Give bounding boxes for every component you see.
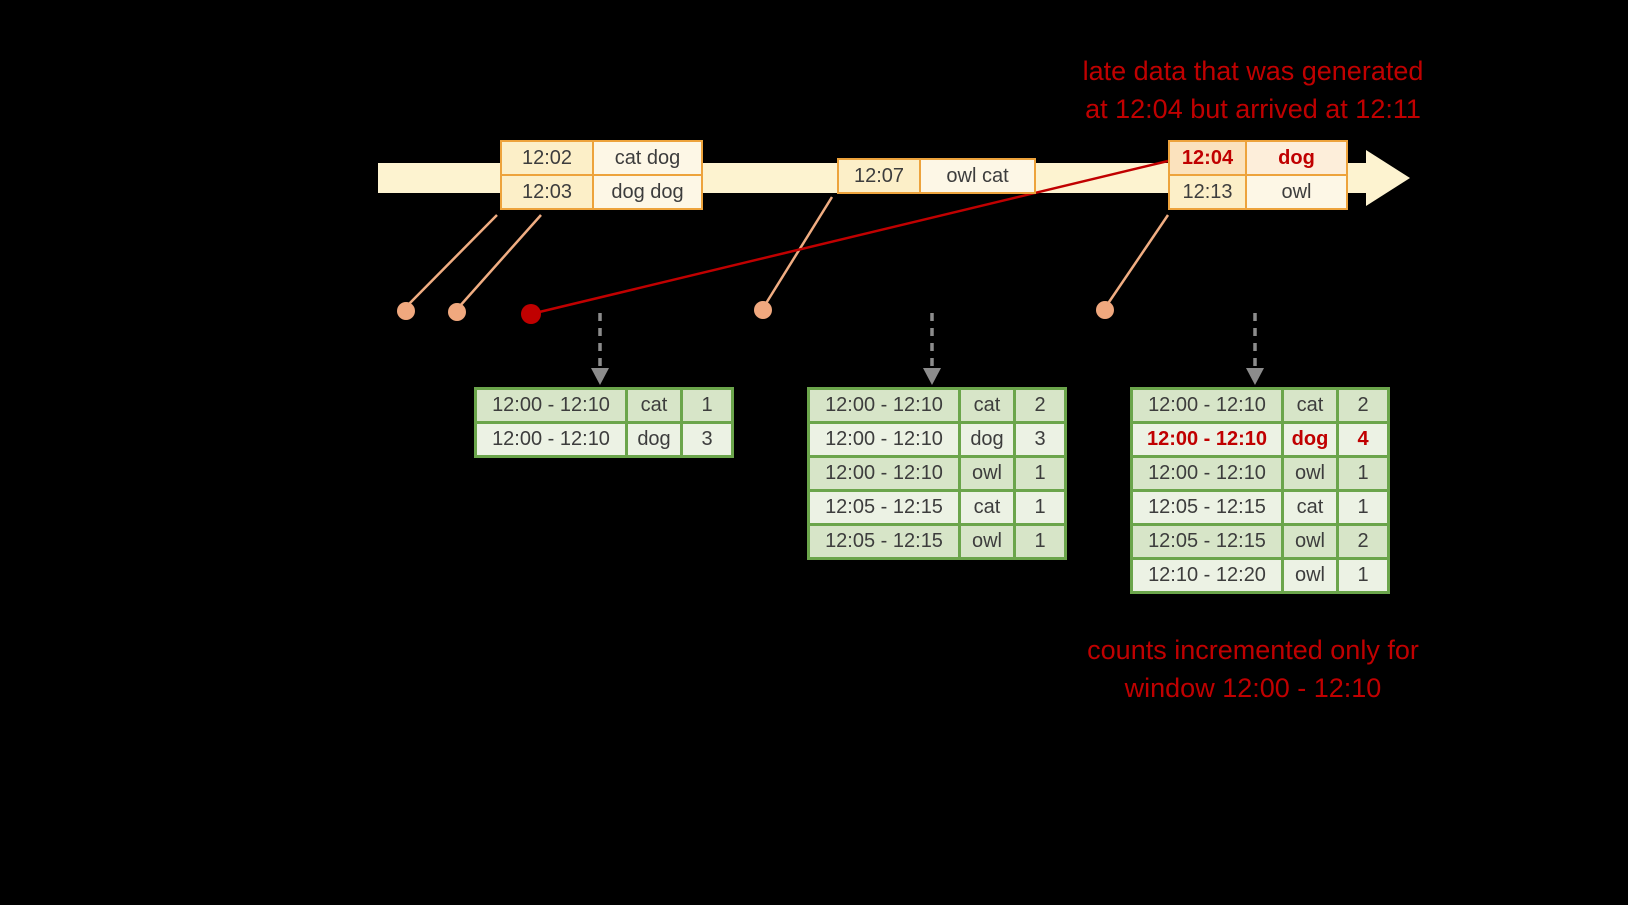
event-table-2: 12:07 owl cat	[837, 158, 1036, 194]
result-window: 12:05 - 12:15	[807, 523, 961, 560]
result-count: 3	[680, 421, 734, 458]
result-word: cat	[1281, 387, 1339, 424]
result-window: 12:10 - 12:20	[1130, 557, 1284, 594]
event-row: 12:13 owl	[1168, 174, 1348, 210]
result-count: 4	[1336, 421, 1390, 458]
result-table-2: 12:00 - 12:10 cat 2 12:00 - 12:10 dog 3 …	[807, 387, 1067, 560]
result-window: 12:00 - 12:10	[474, 387, 628, 424]
result-word: owl	[958, 523, 1016, 560]
result-count: 1	[1336, 489, 1390, 526]
event-words: dog	[1245, 140, 1348, 176]
counts-note: counts incremented only for window 12:00…	[1033, 631, 1473, 707]
trigger-arrow-2-icon	[923, 313, 941, 385]
result-word: owl	[1281, 557, 1339, 594]
event-time: 12:07	[837, 158, 921, 194]
event-words: owl	[1245, 174, 1348, 210]
result-row: 12:05 - 12:15 cat 1	[1130, 489, 1390, 526]
result-window: 12:00 - 12:10	[807, 421, 961, 458]
event-table-3: 12:04 dog 12:13 owl	[1168, 140, 1348, 210]
event-time: 12:02	[500, 140, 594, 176]
result-word: owl	[1281, 455, 1339, 492]
event-time: 12:04	[1168, 140, 1247, 176]
result-word: dog	[1281, 421, 1339, 458]
trigger-arrow-3-icon	[1246, 313, 1264, 385]
result-window: 12:00 - 12:10	[1130, 387, 1284, 424]
event-time: 12:13	[1168, 174, 1247, 210]
result-row: 12:00 - 12:10 owl 1	[807, 455, 1067, 492]
result-window: 12:00 - 12:10	[1130, 421, 1284, 458]
result-window: 12:00 - 12:10	[1130, 455, 1284, 492]
event-dot-1203	[448, 303, 466, 321]
connector-event-1203	[458, 214, 542, 308]
result-count: 1	[1013, 455, 1067, 492]
result-row: 12:00 - 12:10 cat 1	[474, 387, 734, 424]
result-row: 12:00 - 12:10 cat 2	[1130, 387, 1390, 424]
event-row-late: 12:04 dog	[1168, 140, 1348, 176]
event-time: 12:03	[500, 174, 594, 210]
result-window: 12:00 - 12:10	[807, 455, 961, 492]
result-count: 2	[1336, 387, 1390, 424]
result-count: 1	[1013, 523, 1067, 560]
result-row: 12:00 - 12:10 dog 3	[807, 421, 1067, 458]
late-data-note: late data that was generated at 12:04 bu…	[1033, 52, 1473, 128]
result-table-1: 12:00 - 12:10 cat 1 12:00 - 12:10 dog 3	[474, 387, 734, 458]
event-dot-1207	[754, 301, 772, 319]
result-word: owl	[958, 455, 1016, 492]
result-table-3: 12:00 - 12:10 cat 2 12:00 - 12:10 dog 4 …	[1130, 387, 1390, 594]
counts-note-line1: counts incremented only for	[1087, 635, 1419, 665]
result-word: cat	[625, 387, 683, 424]
late-data-note-line1: late data that was generated	[1082, 56, 1424, 86]
trigger-arrow-1-icon	[591, 313, 609, 385]
event-words: cat dog	[592, 140, 703, 176]
result-word: cat	[1281, 489, 1339, 526]
result-row: 12:10 - 12:20 owl 1	[1130, 557, 1390, 594]
result-word: owl	[1281, 523, 1339, 560]
result-count: 2	[1336, 523, 1390, 560]
late-event-dot-1204	[521, 304, 541, 324]
event-words: owl cat	[919, 158, 1036, 194]
result-window: 12:00 - 12:10	[474, 421, 628, 458]
result-window: 12:00 - 12:10	[807, 387, 961, 424]
event-row: 12:07 owl cat	[837, 158, 1036, 194]
late-data-note-line2: at 12:04 but arrived at 12:11	[1085, 94, 1421, 124]
result-count: 3	[1013, 421, 1067, 458]
result-row: 12:05 - 12:15 cat 1	[807, 489, 1067, 526]
event-words: dog dog	[592, 174, 703, 210]
result-window: 12:05 - 12:15	[1130, 489, 1284, 526]
result-count: 1	[1336, 557, 1390, 594]
result-row: 12:00 - 12:10 cat 2	[807, 387, 1067, 424]
result-word: dog	[625, 421, 683, 458]
result-count: 1	[1336, 455, 1390, 492]
event-row: 12:02 cat dog	[500, 140, 703, 176]
connector-late-event-1204	[530, 159, 1169, 316]
result-window: 12:05 - 12:15	[1130, 523, 1284, 560]
result-row: 12:05 - 12:15 owl 1	[807, 523, 1067, 560]
event-dot-1213	[1096, 301, 1114, 319]
timeline-arrowhead-icon	[1366, 150, 1410, 206]
result-window: 12:05 - 12:15	[807, 489, 961, 526]
result-row: 12:00 - 12:10 owl 1	[1130, 455, 1390, 492]
connector-event-1202	[406, 214, 498, 307]
result-row: 12:05 - 12:15 owl 2	[1130, 523, 1390, 560]
result-word: dog	[958, 421, 1016, 458]
result-word: cat	[958, 489, 1016, 526]
counts-note-line2: window 12:00 - 12:10	[1124, 673, 1382, 703]
result-row-updated: 12:00 - 12:10 dog 4	[1130, 421, 1390, 458]
result-word: cat	[958, 387, 1016, 424]
result-count: 1	[1013, 489, 1067, 526]
connector-event-1213	[1105, 214, 1170, 306]
result-count: 1	[680, 387, 734, 424]
event-table-1: 12:02 cat dog 12:03 dog dog	[500, 140, 703, 210]
result-count: 2	[1013, 387, 1067, 424]
result-row: 12:00 - 12:10 dog 3	[474, 421, 734, 458]
event-row: 12:03 dog dog	[500, 174, 703, 210]
event-dot-1202	[397, 302, 415, 320]
